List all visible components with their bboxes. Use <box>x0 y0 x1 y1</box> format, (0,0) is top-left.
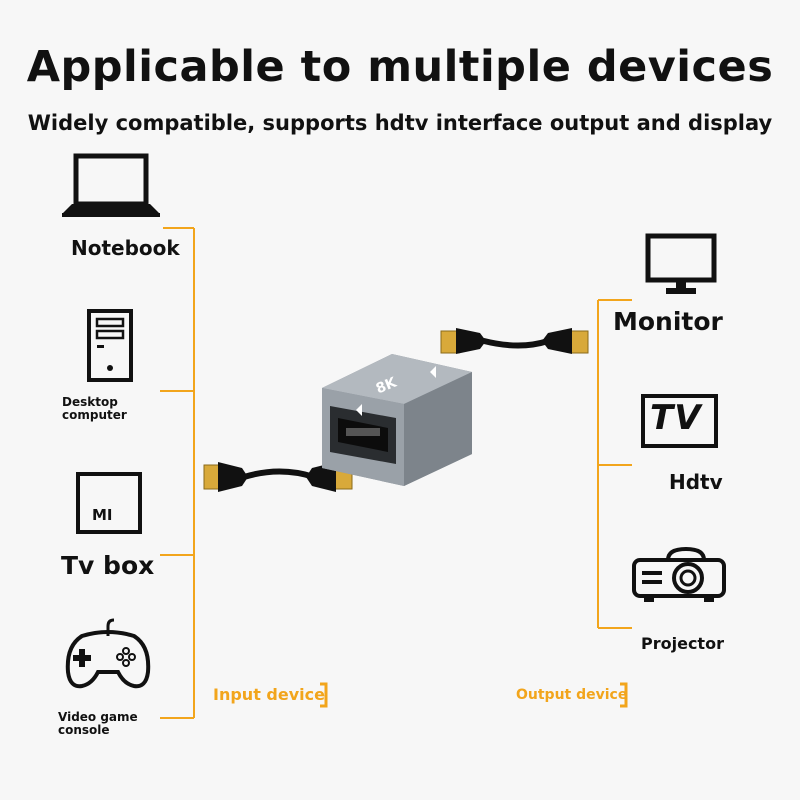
projector-icon <box>632 546 726 602</box>
hdmi-cable-top <box>440 328 589 354</box>
input-device-legend: Input device <box>213 685 325 704</box>
tvbox-label: Tv box <box>61 551 155 580</box>
tvbox-icon <box>76 472 142 534</box>
laptop-icon <box>62 153 160 217</box>
input-bracket <box>160 227 195 719</box>
hdtv-label: Hdtv <box>669 470 723 494</box>
monitor-icon <box>645 233 717 294</box>
tvbox-logo: MI <box>92 506 113 524</box>
gamepad-icon <box>65 618 151 689</box>
tv-icon <box>641 394 718 448</box>
gamepad-label: Video game console <box>58 710 138 737</box>
tv-logo: TV <box>650 398 702 438</box>
output-bracket <box>597 299 632 629</box>
desktop-tower-icon <box>87 309 133 382</box>
output-legend-mark <box>620 682 628 708</box>
desktop-label: Desktop computer <box>62 395 127 422</box>
input-legend-mark <box>320 682 328 708</box>
page-subtitle: Widely compatible, supports hdtv interfa… <box>27 111 773 135</box>
projector-label: Projector <box>641 634 724 653</box>
page-title: Applicable to multiple devices <box>26 42 774 92</box>
notebook-label: Notebook <box>71 236 180 260</box>
monitor-label: Monitor <box>613 307 723 336</box>
hdmi-adapter <box>322 354 472 486</box>
hdmi-cable-bottom <box>203 462 353 492</box>
output-device-legend: Output device <box>516 687 628 703</box>
